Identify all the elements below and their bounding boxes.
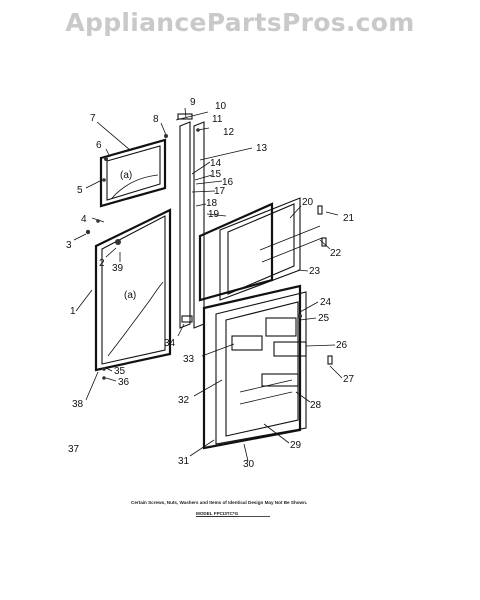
part-label-10: 10: [215, 101, 227, 112]
part-label-25: 25: [318, 313, 330, 324]
part-label-22: 22: [330, 248, 342, 259]
part-label-21: 21: [343, 213, 355, 224]
freezer-liner: [198, 197, 323, 302]
part-label-5: 5: [77, 185, 83, 196]
part-label-17: 17: [214, 186, 226, 197]
part-label-32: 32: [178, 395, 190, 406]
part-label-6: 6: [96, 140, 102, 151]
part-label-27: 27: [343, 374, 355, 385]
part-label-2: 2: [99, 258, 105, 269]
model-number: MODEL FPCI3TC*G: [196, 511, 239, 516]
part-callouts: 1 2 3 4 5 6 7 8 9 10 11 12 13 14 15 16 1…: [66, 97, 355, 470]
part-label-14: 14: [210, 158, 222, 169]
part-label-23: 23: [309, 266, 321, 277]
hardware: [85, 113, 333, 380]
part-label-13: 13: [256, 143, 268, 154]
part-label-28: 28: [310, 400, 322, 411]
door-mark-upper: (a): [120, 170, 132, 181]
part-label-24: 24: [320, 297, 332, 308]
part-label-18: 18: [206, 198, 218, 209]
part-label-1: 1: [70, 306, 76, 317]
part-label-19: 19: [208, 209, 220, 220]
part-label-26: 26: [336, 340, 348, 351]
freezer-door: [99, 138, 167, 208]
part-label-36: 36: [118, 377, 130, 388]
part-label-29: 29: [290, 440, 302, 451]
watermark: AppliancePartsPros.com: [65, 8, 415, 37]
fresh-food-liner: [202, 284, 307, 450]
part-label-33: 33: [183, 354, 195, 365]
part-label-34: 34: [164, 338, 176, 349]
part-label-35: 35: [114, 366, 126, 377]
part-label-31: 31: [178, 456, 190, 467]
part-label-30: 30: [243, 459, 255, 470]
part-label-9: 9: [190, 97, 196, 108]
part-label-38: 38: [72, 399, 84, 410]
part-label-12: 12: [223, 127, 235, 138]
door-mark-lower: (a): [124, 290, 136, 301]
disclaimer-note: Certain Screws, Nuts, Washers and Items …: [131, 500, 307, 505]
center-mullion: [175, 111, 209, 329]
part-label-7: 7: [90, 113, 96, 124]
leader-lines: [73, 107, 343, 462]
part-label-39: 39: [112, 263, 124, 274]
part-label-37: 37: [68, 444, 80, 455]
part-label-16: 16: [222, 177, 234, 188]
part-label-11: 11: [212, 114, 223, 125]
part-label-8: 8: [153, 114, 159, 125]
fresh-food-door: [94, 208, 172, 372]
part-label-4: 4: [81, 214, 87, 225]
part-label-20: 20: [302, 197, 314, 208]
part-label-15: 15: [210, 169, 222, 180]
part-label-3: 3: [66, 240, 72, 251]
